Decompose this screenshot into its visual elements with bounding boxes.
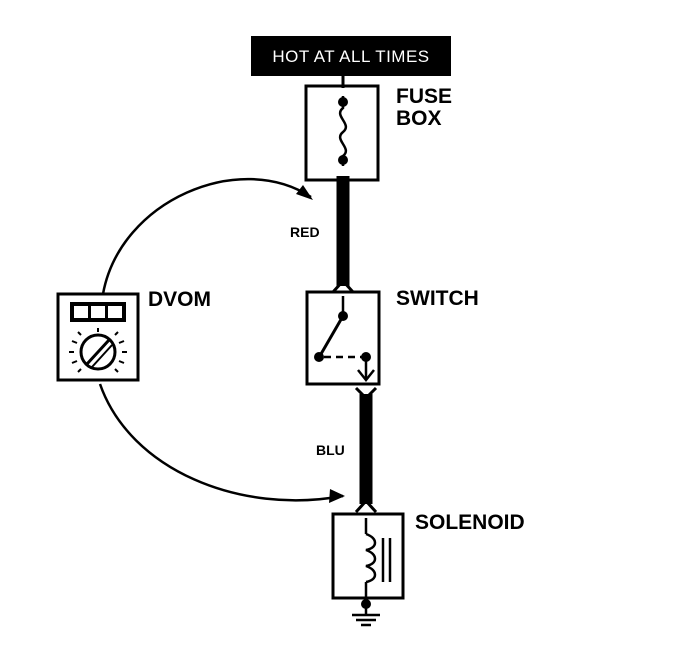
solenoid-label: SOLENOID xyxy=(415,511,525,534)
fuse-box-label-line1: FUSE xyxy=(396,85,452,108)
meter-lead-upper xyxy=(101,177,313,295)
meter-lead-lower xyxy=(98,383,345,503)
meter-display xyxy=(70,302,126,322)
fuse-box-label-line2: BOX xyxy=(396,107,442,130)
red-wire-label: RED xyxy=(290,224,320,240)
switch-label: SWITCH xyxy=(396,287,479,310)
dvom-meter: DVOM xyxy=(56,288,211,382)
blu-wire: BLU xyxy=(316,386,378,514)
dvom-label: DVOM xyxy=(148,288,211,311)
solenoid: SOLENOID xyxy=(331,511,525,609)
blu-wire-label: BLU xyxy=(316,442,345,458)
red-wire: RED xyxy=(290,176,355,294)
ground-symbol xyxy=(352,608,380,627)
hot-at-all-times-banner: HOT AT ALL TIMES xyxy=(251,36,451,76)
switch: SWITCH xyxy=(305,287,479,386)
meter-dial xyxy=(69,328,127,373)
fuse-box: FUSE BOX xyxy=(304,76,452,182)
banner-text: HOT AT ALL TIMES xyxy=(272,47,429,66)
